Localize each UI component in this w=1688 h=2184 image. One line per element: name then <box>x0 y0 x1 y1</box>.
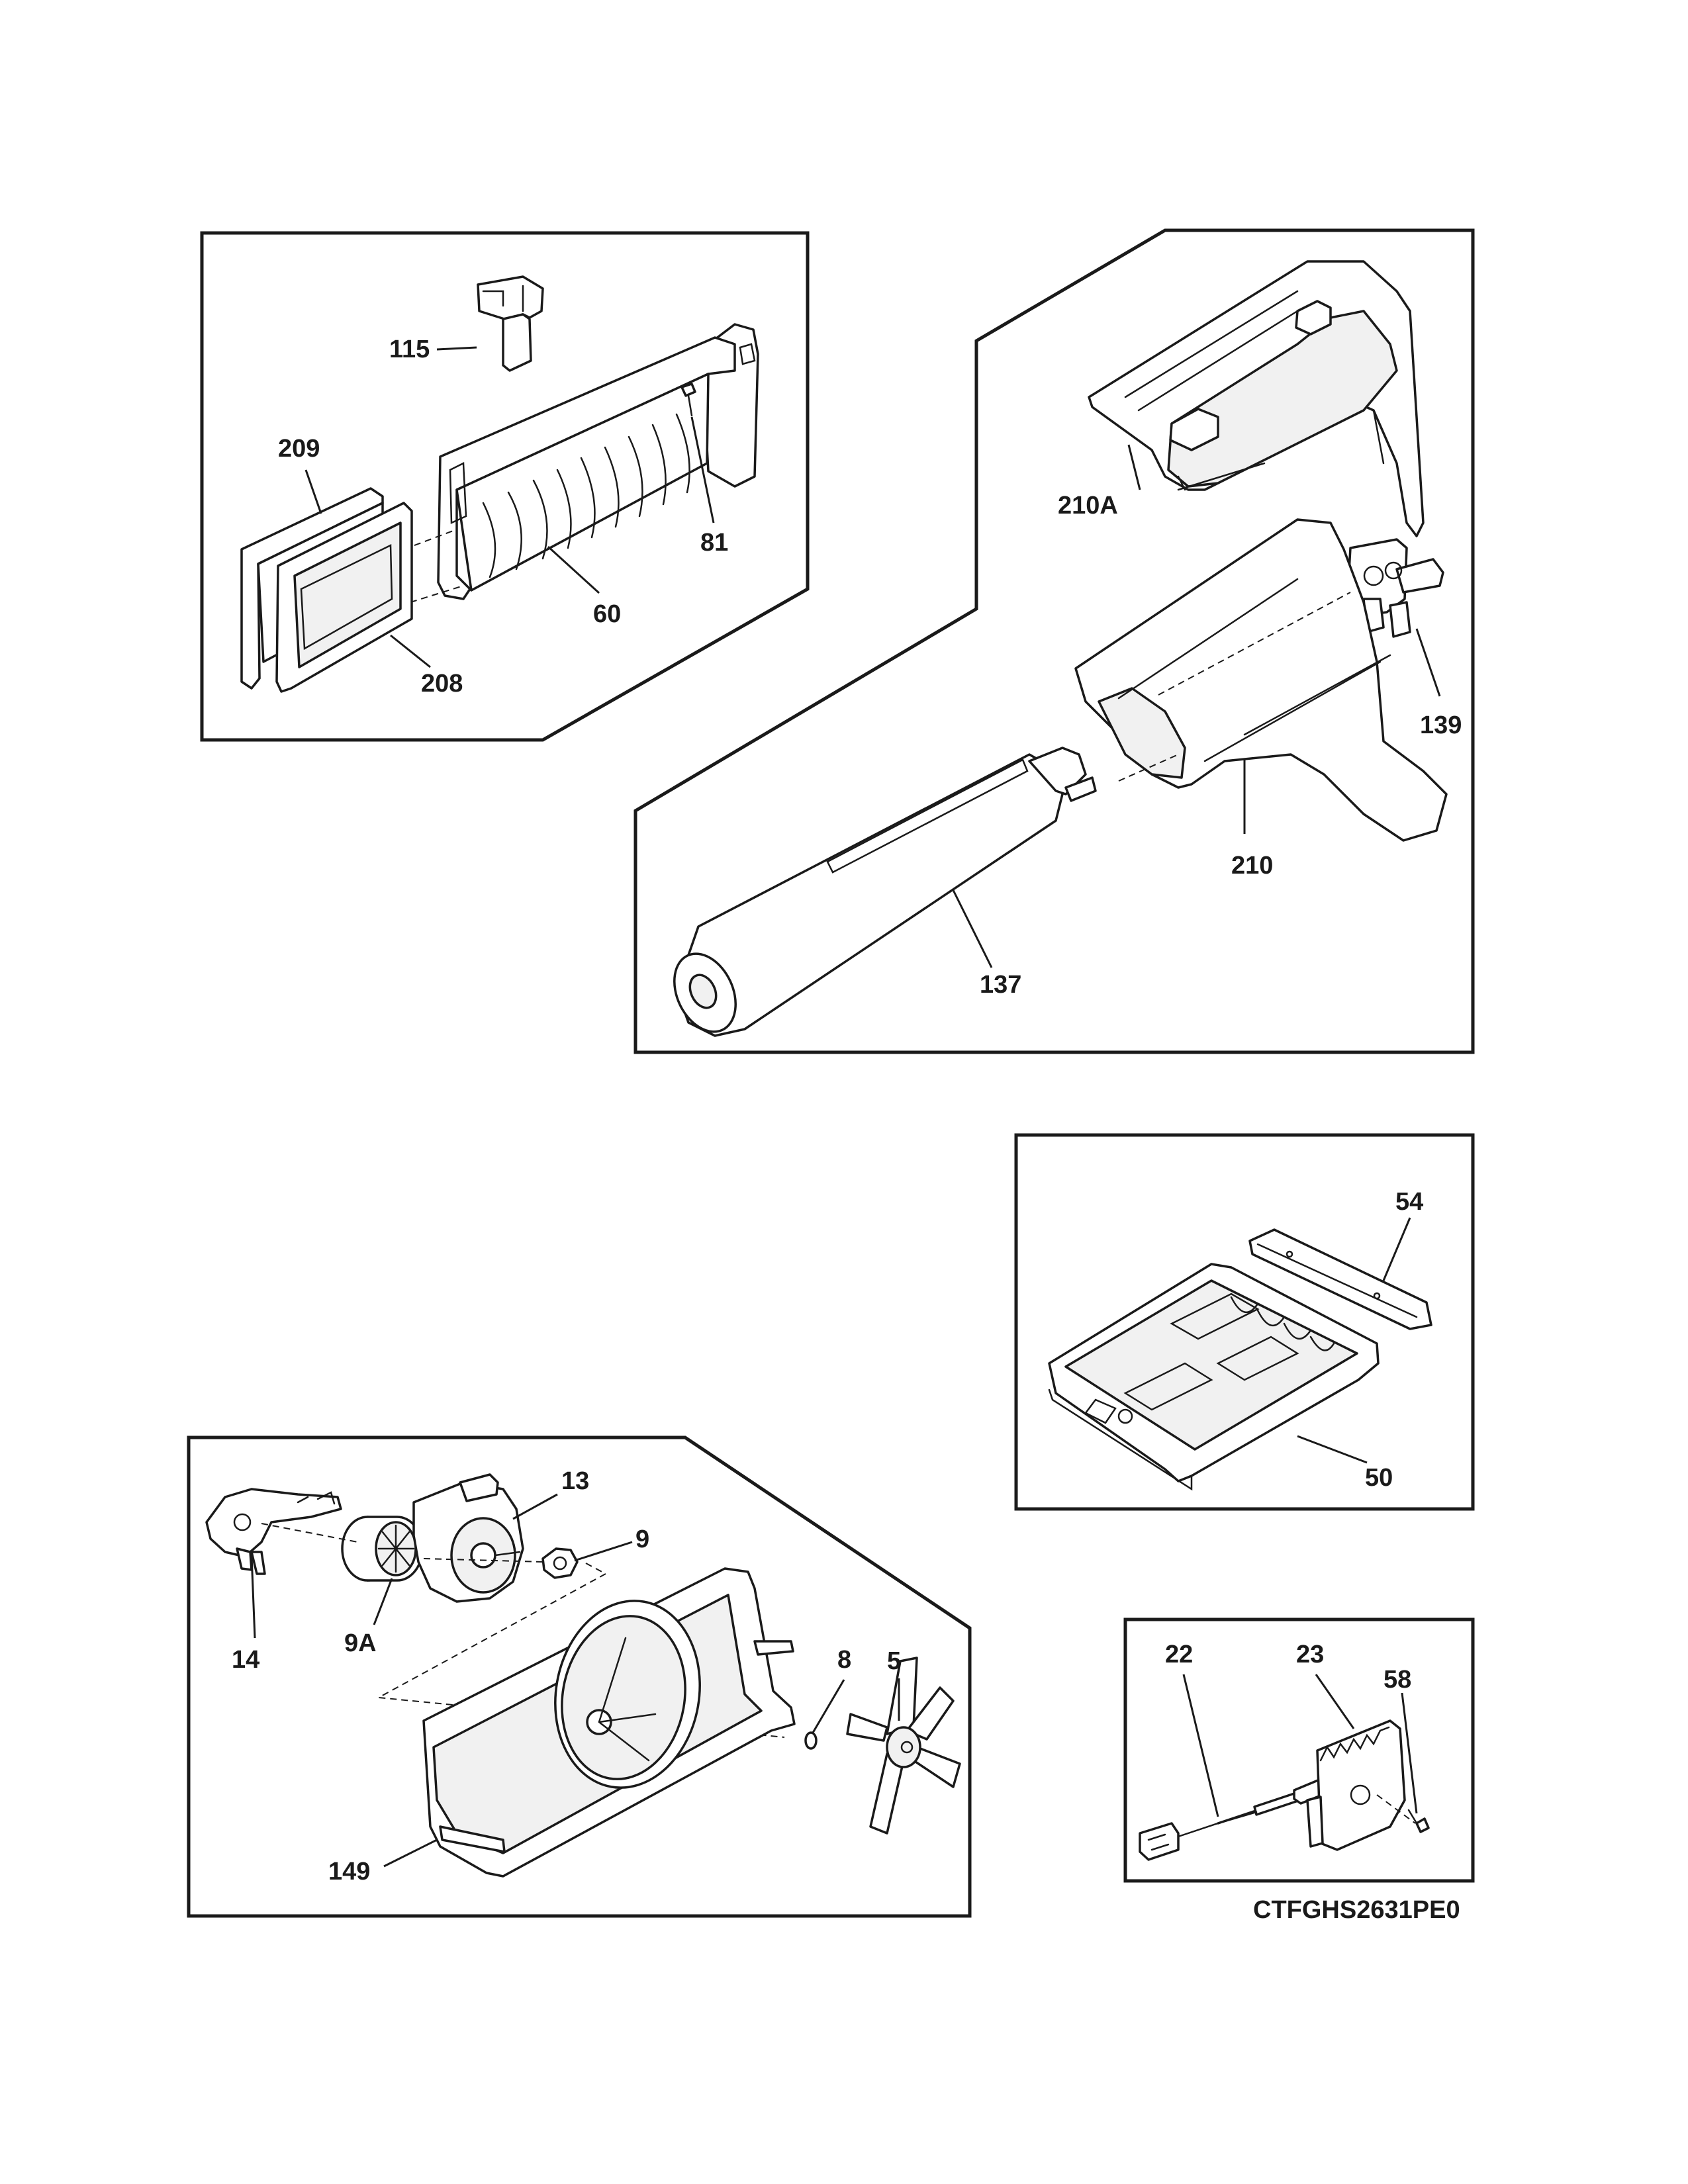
leader-60 <box>547 545 600 594</box>
leader-115 <box>436 346 477 351</box>
leader-209 <box>305 469 322 514</box>
leader-8 <box>812 1679 845 1733</box>
leader-50 <box>1297 1435 1368 1464</box>
part-8-washer <box>804 1731 818 1750</box>
callout-14: 14 <box>232 1646 259 1674</box>
assembly-guide-line <box>1376 1794 1416 1824</box>
panel-filter-cover: 115 209 81 60 208 <box>200 231 810 742</box>
callout-210: 210 <box>1231 852 1273 880</box>
part-208-filter-frame <box>275 502 413 693</box>
part-13-motor <box>412 1473 524 1603</box>
part-81-screw <box>680 383 696 417</box>
leader-139 <box>1415 628 1441 697</box>
leader-208 <box>390 634 431 668</box>
leader-149 <box>383 1839 438 1868</box>
part-210a-filter-housing-top <box>1088 260 1425 537</box>
leader-137 <box>952 889 993 968</box>
leader-9 <box>574 1541 633 1562</box>
callout-139: 139 <box>1420 711 1462 739</box>
callout-5: 5 <box>887 1647 901 1675</box>
part-9a-wheel <box>341 1516 424 1582</box>
leader-81 <box>690 416 715 523</box>
leader-210a <box>1127 444 1141 490</box>
part-58-screw <box>1407 1809 1430 1833</box>
part-115-clip <box>477 275 544 372</box>
assembly-guide-line <box>1118 592 1351 782</box>
panel-sensor-frame <box>1123 1617 1475 1883</box>
callout-209: 209 <box>278 435 320 463</box>
callout-137: 137 <box>980 971 1021 999</box>
model-code: CTFGHS2631PE0 <box>1253 1896 1460 1924</box>
leader-23 <box>1315 1674 1355 1729</box>
assembly-guide-line <box>403 529 464 603</box>
callout-13: 13 <box>561 1467 589 1495</box>
panel-fan-assembly: 13 9 14 9A 8 5 149 <box>187 1435 972 1918</box>
callout-22: 22 <box>1165 1641 1193 1668</box>
callout-210a: 210A <box>1058 492 1118 520</box>
callout-58: 58 <box>1383 1666 1411 1694</box>
callout-8: 8 <box>837 1646 851 1674</box>
leader-54 <box>1382 1217 1411 1281</box>
part-210-filter-housing-bottom <box>1074 518 1448 842</box>
panel-fan-assembly-frame <box>187 1435 972 1918</box>
callout-115: 115 <box>389 336 430 363</box>
callout-23: 23 <box>1296 1641 1324 1668</box>
panel-control-board-frame <box>1014 1133 1475 1511</box>
part-60-filter-cover <box>437 323 759 600</box>
callout-81: 81 <box>700 529 728 557</box>
leader-13 <box>512 1493 558 1520</box>
part-50-control-board <box>1048 1263 1380 1491</box>
callout-208: 208 <box>421 670 463 698</box>
callout-50: 50 <box>1365 1464 1393 1492</box>
callout-54: 54 <box>1395 1188 1423 1216</box>
part-14-bracket <box>205 1488 342 1575</box>
callout-9: 9 <box>635 1525 649 1553</box>
callout-149: 149 <box>328 1858 370 1886</box>
part-54-bracket <box>1248 1228 1432 1330</box>
panel-control-board: 54 50 <box>1014 1133 1475 1511</box>
part-137-filter-cartridge <box>673 747 1097 1037</box>
part-149-fan-shroud <box>422 1567 796 1878</box>
leader-14 <box>250 1555 256 1639</box>
panel-sensor: 22 23 58 <box>1123 1617 1475 1883</box>
leader-58 <box>1401 1692 1418 1814</box>
leader-9a <box>373 1578 393 1625</box>
panel-water-filter-frame <box>633 228 1475 1054</box>
callout-60: 60 <box>593 600 621 628</box>
part-5-fan-blade <box>846 1657 961 1835</box>
callout-9a: 9A <box>344 1629 377 1657</box>
part-9-nut <box>541 1547 579 1579</box>
panel-water-filter: 210A 139 210 137 <box>633 228 1475 1054</box>
panel-filter-cover-frame <box>200 231 810 742</box>
part-23-cover <box>1306 1719 1406 1851</box>
leader-22 <box>1182 1674 1219 1817</box>
